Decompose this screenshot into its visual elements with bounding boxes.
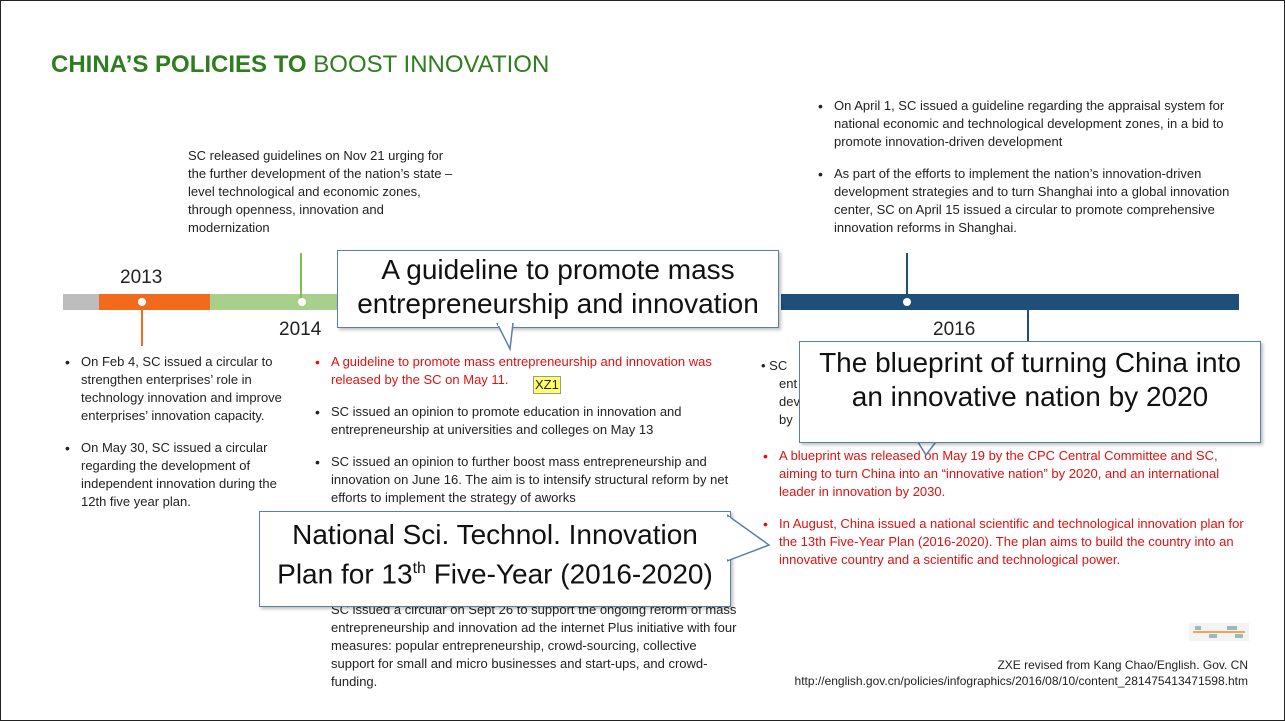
timeline-dot bbox=[903, 298, 911, 306]
year-2014: 2014 bbox=[279, 319, 322, 340]
year-2016: 2016 bbox=[933, 319, 976, 340]
list-item: In August, China issued a national scien… bbox=[761, 515, 1251, 569]
callout-pointer bbox=[496, 323, 514, 352]
list-item: On April 1, SC issued a guideline regard… bbox=[816, 97, 1246, 151]
list-item: A guideline to promote mass entrepreneur… bbox=[313, 353, 743, 389]
slide-title: CHINA’S POLICIES TO BOOST INNOVATION bbox=[51, 51, 550, 78]
callout-blueprint: The blueprint of turning China into an i… bbox=[799, 341, 1261, 443]
top-2014-text: SC released guidelines on Nov 21 urging … bbox=[188, 148, 453, 235]
callout-pointer bbox=[727, 514, 771, 562]
list-item: A blueprint was released on May 19 by th… bbox=[761, 447, 1251, 501]
connector-line bbox=[906, 253, 908, 298]
right-bullets: A blueprint was released on May 19 by th… bbox=[761, 447, 1251, 583]
list-item: SC issued an opinion to further boost ma… bbox=[313, 453, 743, 507]
connector-line bbox=[1027, 306, 1029, 346]
infographic-thumbnail-icon bbox=[1189, 623, 1249, 641]
middle-bottom-text: SC issued a circular on Sept 26 to suppo… bbox=[331, 602, 737, 689]
list-item: On Feb 4, SC issued a circular to streng… bbox=[63, 353, 291, 425]
callout-mass-entrepreneurship: A guideline to promote mass entrepreneur… bbox=[337, 250, 779, 328]
middle-bullets: A guideline to promote mass entrepreneur… bbox=[313, 353, 743, 521]
connector-line bbox=[300, 253, 302, 298]
left-bullets: On Feb 4, SC issued a circular to streng… bbox=[63, 353, 291, 525]
right-fragment: • SC ent dev by bbox=[761, 358, 800, 427]
credit-line: ZXE revised from Kang Chao/English. Gov.… bbox=[997, 658, 1248, 672]
timeline-2014 bbox=[210, 294, 341, 310]
source-url[interactable]: http://english.gov.cn/policies/infograph… bbox=[794, 674, 1248, 688]
timeline-dot bbox=[298, 298, 306, 306]
timeline-2013 bbox=[99, 294, 210, 310]
connector-line bbox=[141, 306, 143, 346]
list-item: SC issued an opinion to promote educatio… bbox=[313, 403, 743, 439]
timeline-2016 bbox=[781, 294, 1239, 310]
timeline-dot bbox=[138, 298, 146, 306]
callout-pointer bbox=[916, 439, 939, 457]
comment-marker[interactable]: XZ1 bbox=[533, 376, 561, 394]
callout-national-plan: National Sci. Technol. Innovation Plan f… bbox=[259, 511, 731, 607]
top-2016-bullets: On April 1, SC issued a guideline regard… bbox=[816, 97, 1246, 251]
list-item: As part of the efforts to implement the … bbox=[816, 165, 1246, 237]
year-2013: 2013 bbox=[120, 267, 163, 288]
timeline-gray bbox=[63, 294, 99, 310]
list-item: On May 30, SC issued a circular regardin… bbox=[63, 439, 291, 511]
